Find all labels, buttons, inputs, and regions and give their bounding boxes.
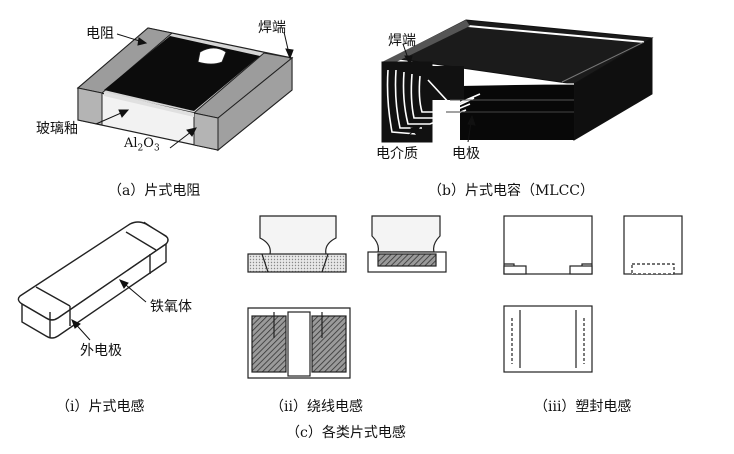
caption-mlcc: （b）片式电容（MLCC） [428, 183, 595, 199]
label-mlcc-terminal: 焊端 [388, 33, 416, 49]
chip-resistor-drawing [76, 27, 294, 152]
label-electrode: 电极 [452, 146, 480, 162]
caption-wirewound-inductor: （ii）绕线电感 [270, 399, 363, 415]
label-resistor-terminal: 焊端 [258, 20, 286, 36]
chip-inductor-drawing [17, 221, 169, 339]
mlcc-leaders [399, 43, 476, 143]
caption-chip-inductors: （c）各类片式电感 [286, 425, 406, 441]
molded-inductor-drawing [503, 215, 683, 373]
mlcc-drawing [381, 19, 654, 143]
label-resistor: 电阻 [86, 26, 114, 42]
wirewound-inductor-drawing [247, 215, 447, 379]
label-dielectric: 电介质 [376, 146, 418, 162]
caption-chip-inductor: （i）片式电感 [56, 399, 145, 415]
label-substrate: Al2O3 [124, 136, 160, 154]
label-ferrite: 铁氧体 [150, 299, 192, 315]
label-outer-electrode: 外电极 [80, 343, 122, 359]
label-glass-glaze: 玻璃釉 [36, 121, 78, 137]
chip-resistor-leaders [95, 31, 294, 149]
caption-chip-resistor: （a）片式电阻 [108, 183, 201, 199]
chip-inductor-leaders [71, 279, 147, 341]
caption-molded-inductor: （iii）塑封电感 [534, 399, 632, 415]
